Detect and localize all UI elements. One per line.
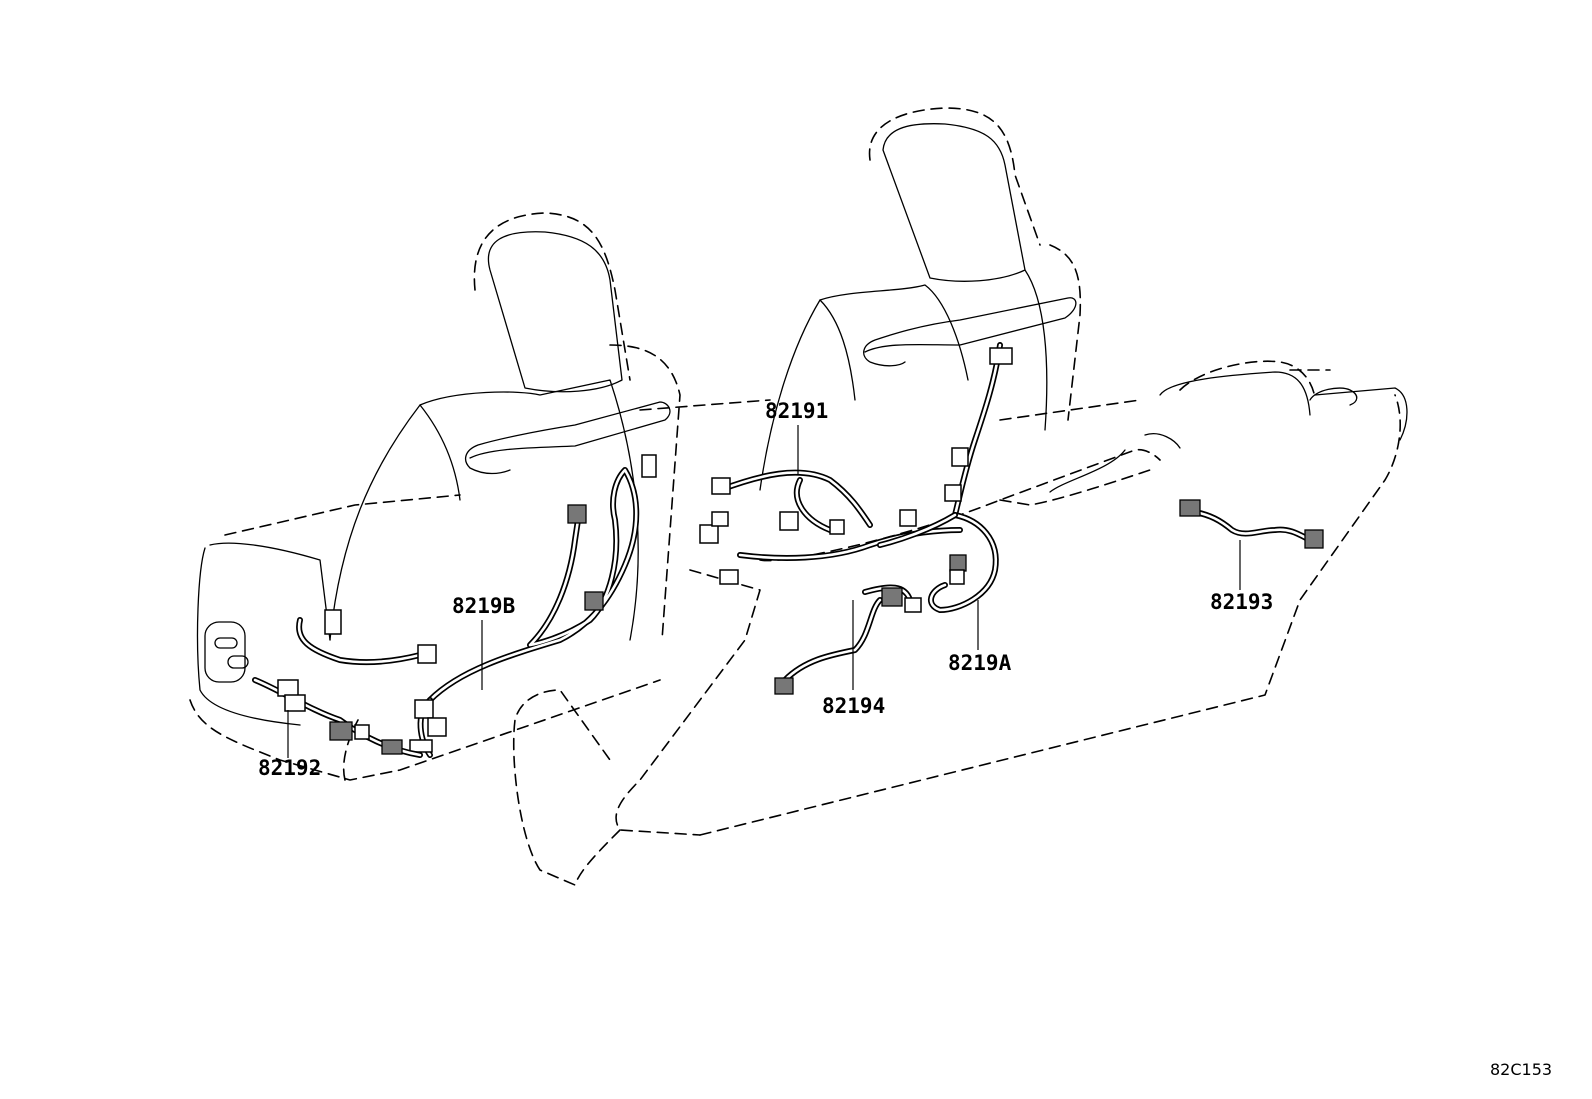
callout-82193: 82193 [1210, 590, 1273, 614]
left-seat-outline [189, 212, 771, 781]
leader-lines [287, 425, 1241, 758]
harness-8219B [409, 454, 657, 758]
callout-8219A: 8219A [948, 651, 1012, 675]
harness-82194 [774, 584, 922, 695]
figure-code: 82C153 [1490, 1060, 1552, 1079]
callout-82192: 82192 [258, 756, 321, 780]
harness-82191 [699, 469, 963, 585]
harness-82192 [252, 609, 437, 758]
harness-82193 [1179, 499, 1324, 549]
callout-82191: 82191 [765, 399, 828, 423]
callout-82194: 82194 [822, 694, 885, 718]
callout-8219B: 8219B [452, 594, 515, 618]
right-seat-outline [512, 107, 1408, 886]
harness-8219A [877, 342, 1013, 613]
